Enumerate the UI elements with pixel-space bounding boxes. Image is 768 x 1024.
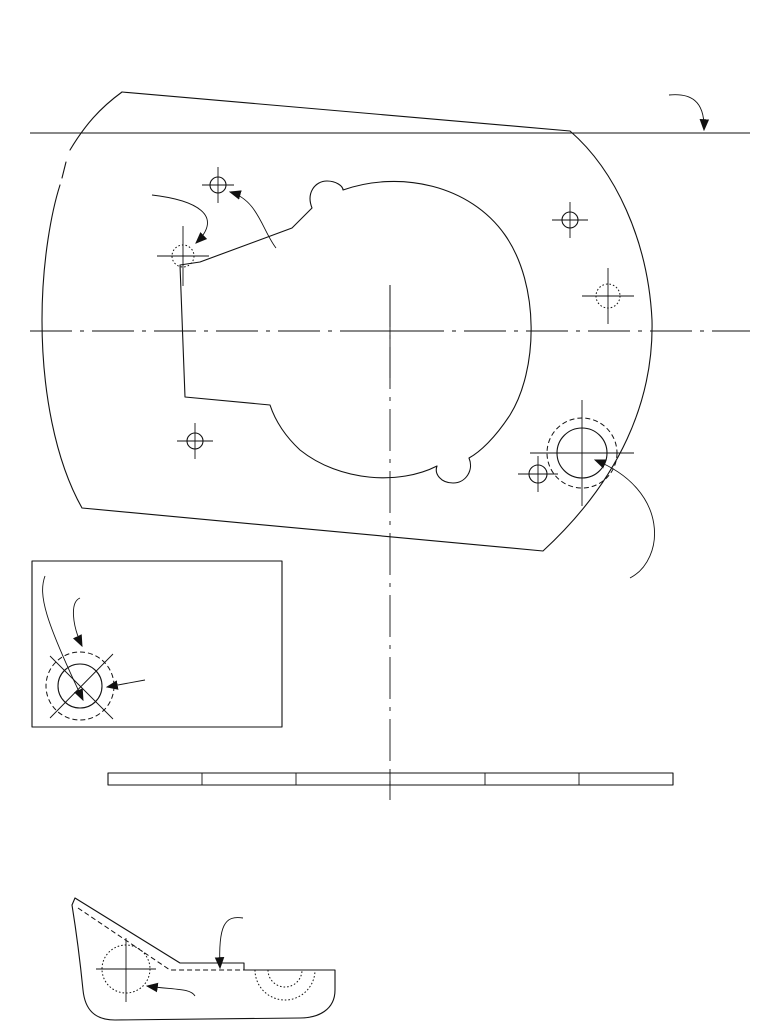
- hole-right-dotted: [582, 268, 634, 324]
- detail-inset: [31, 560, 283, 728]
- detail-leader-3: [105, 679, 146, 690]
- plate-outline-upper-left: [69, 91, 123, 151]
- side-view-dotted-arc-1: [254, 969, 316, 1001]
- hole-small-right: [518, 456, 558, 492]
- central-cutout: [179, 180, 532, 484]
- plan-view: [30, 91, 750, 800]
- side-view-leader-2: [145, 982, 196, 997]
- detail-frame: [31, 560, 283, 728]
- side-view-outline: [71, 897, 336, 1021]
- hole-top-right: [552, 202, 588, 238]
- hole-large-right: [530, 400, 634, 506]
- detail-cross-1: [49, 655, 114, 720]
- leader-hole-left-dotted: [151, 194, 208, 244]
- side-view-hidden-line: [77, 907, 335, 971]
- leader-top-right: [668, 94, 710, 132]
- plate-outline: [41, 91, 653, 552]
- side-view-dotted-arc-2: [267, 969, 303, 988]
- side-view: [71, 897, 336, 1021]
- leader-hole-large-right: [593, 459, 655, 579]
- plate-outline-gap: [61, 161, 67, 179]
- detail-hole: [57, 663, 103, 709]
- detail-leader-1: [42, 575, 84, 702]
- detail-leader-2: [73, 597, 83, 648]
- detail-cross-2: [49, 653, 114, 719]
- hole-left-dotted: [157, 226, 209, 286]
- hole-top-left: [202, 167, 234, 203]
- hole-lower-left: [177, 423, 213, 459]
- side-view-leader-1: [214, 917, 244, 970]
- leader-hole-top-left: [228, 190, 277, 249]
- scale-bar: [107, 772, 674, 786]
